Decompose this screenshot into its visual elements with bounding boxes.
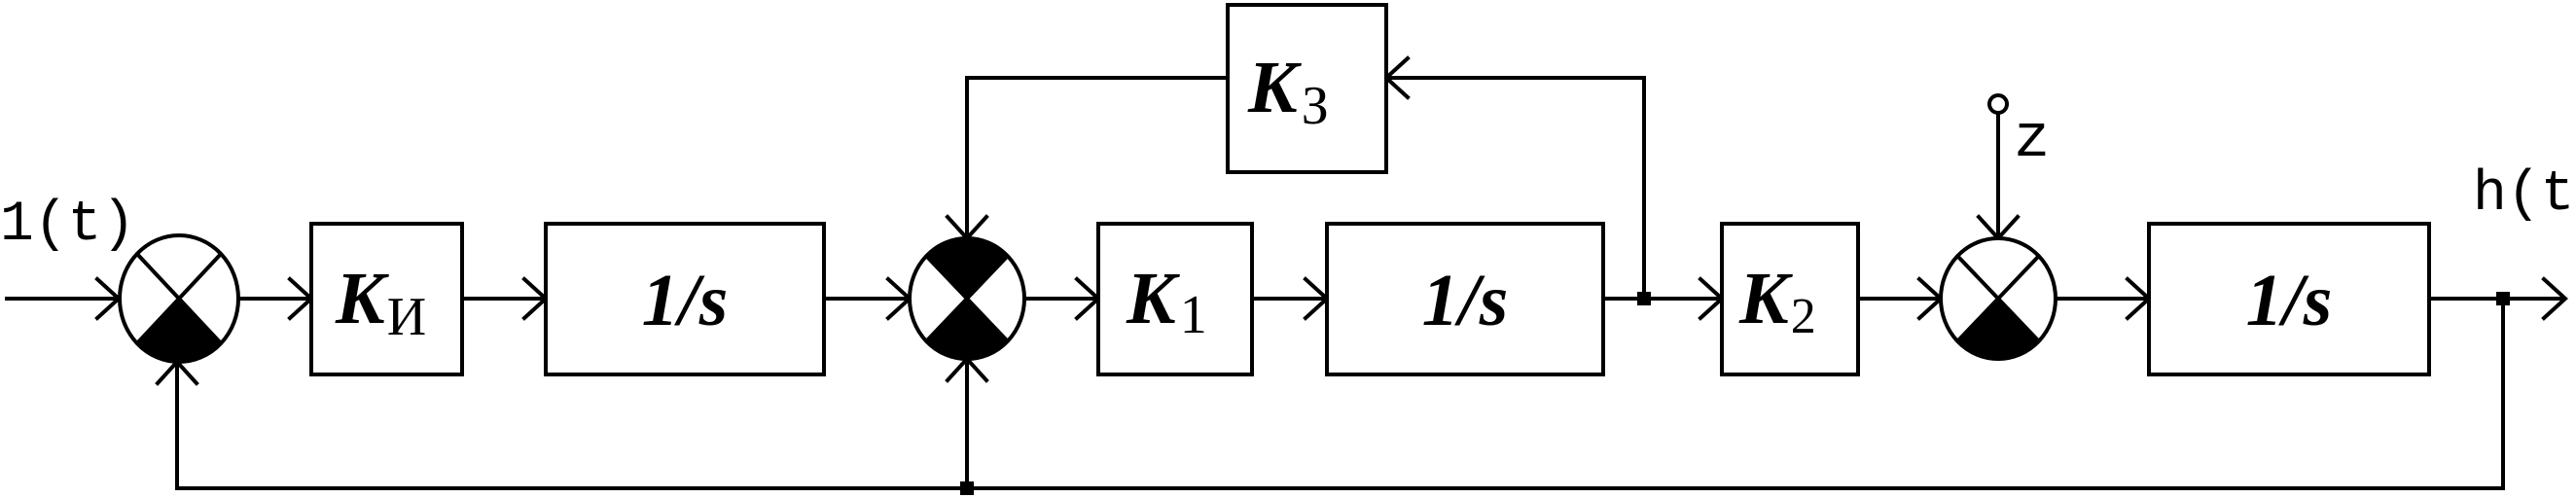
block-ki-sub: И (387, 287, 426, 347)
svg-text:KЗ: KЗ (1247, 47, 1329, 136)
signal-disturbance-label: z (2014, 105, 2050, 174)
disturbance-terminal (1987, 93, 2009, 115)
wire-main-feedback (175, 299, 2505, 490)
wire-k3-feedback-in (1386, 76, 1646, 299)
block-k1-main: K (1126, 258, 1180, 339)
summing-junction-3 (1939, 236, 2057, 361)
block-k2-main: K (1738, 258, 1793, 339)
block-k3-main: K (1247, 47, 1302, 128)
branch-node-feedback (960, 481, 974, 495)
block-ki: KИ (309, 222, 464, 376)
block-integrator-2: 1/s (1325, 222, 1605, 376)
block-integrator-3-label: 1/s (2246, 260, 2333, 341)
branch-nodes (960, 93, 2510, 495)
block-integrator-1-label: 1/s (642, 260, 729, 341)
svg-text:K1: K1 (1126, 258, 1207, 345)
svg-text:K2: K2 (1738, 258, 1816, 344)
block-integrator-3: 1/s (2147, 222, 2431, 376)
block-k3: KЗ (1226, 3, 1388, 174)
block-integrator-2-label: 1/s (1422, 260, 1509, 341)
summing-junction-1 (118, 233, 240, 364)
branch-node-output (2496, 292, 2510, 305)
block-ki-main: K (335, 258, 389, 339)
signal-output-label: h(t) (2473, 163, 2576, 227)
block-k1: K1 (1096, 222, 1254, 376)
block-k2-sub: 2 (1791, 289, 1816, 344)
svg-text:KИ: KИ (335, 258, 426, 347)
summing-junction-2 (908, 236, 1026, 361)
signal-input-label: 1(t) (0, 194, 135, 257)
wire-k3-feedback-out (965, 76, 1228, 238)
block-k3-sub: З (1302, 76, 1329, 136)
branch-node-k3 (1637, 292, 1651, 305)
block-integrator-1: 1/s (544, 222, 826, 376)
block-k1-sub: 1 (1180, 285, 1207, 345)
signal-wires (5, 76, 2565, 490)
block-k2: K2 (1720, 222, 1860, 376)
arrow-output (2541, 276, 2568, 321)
